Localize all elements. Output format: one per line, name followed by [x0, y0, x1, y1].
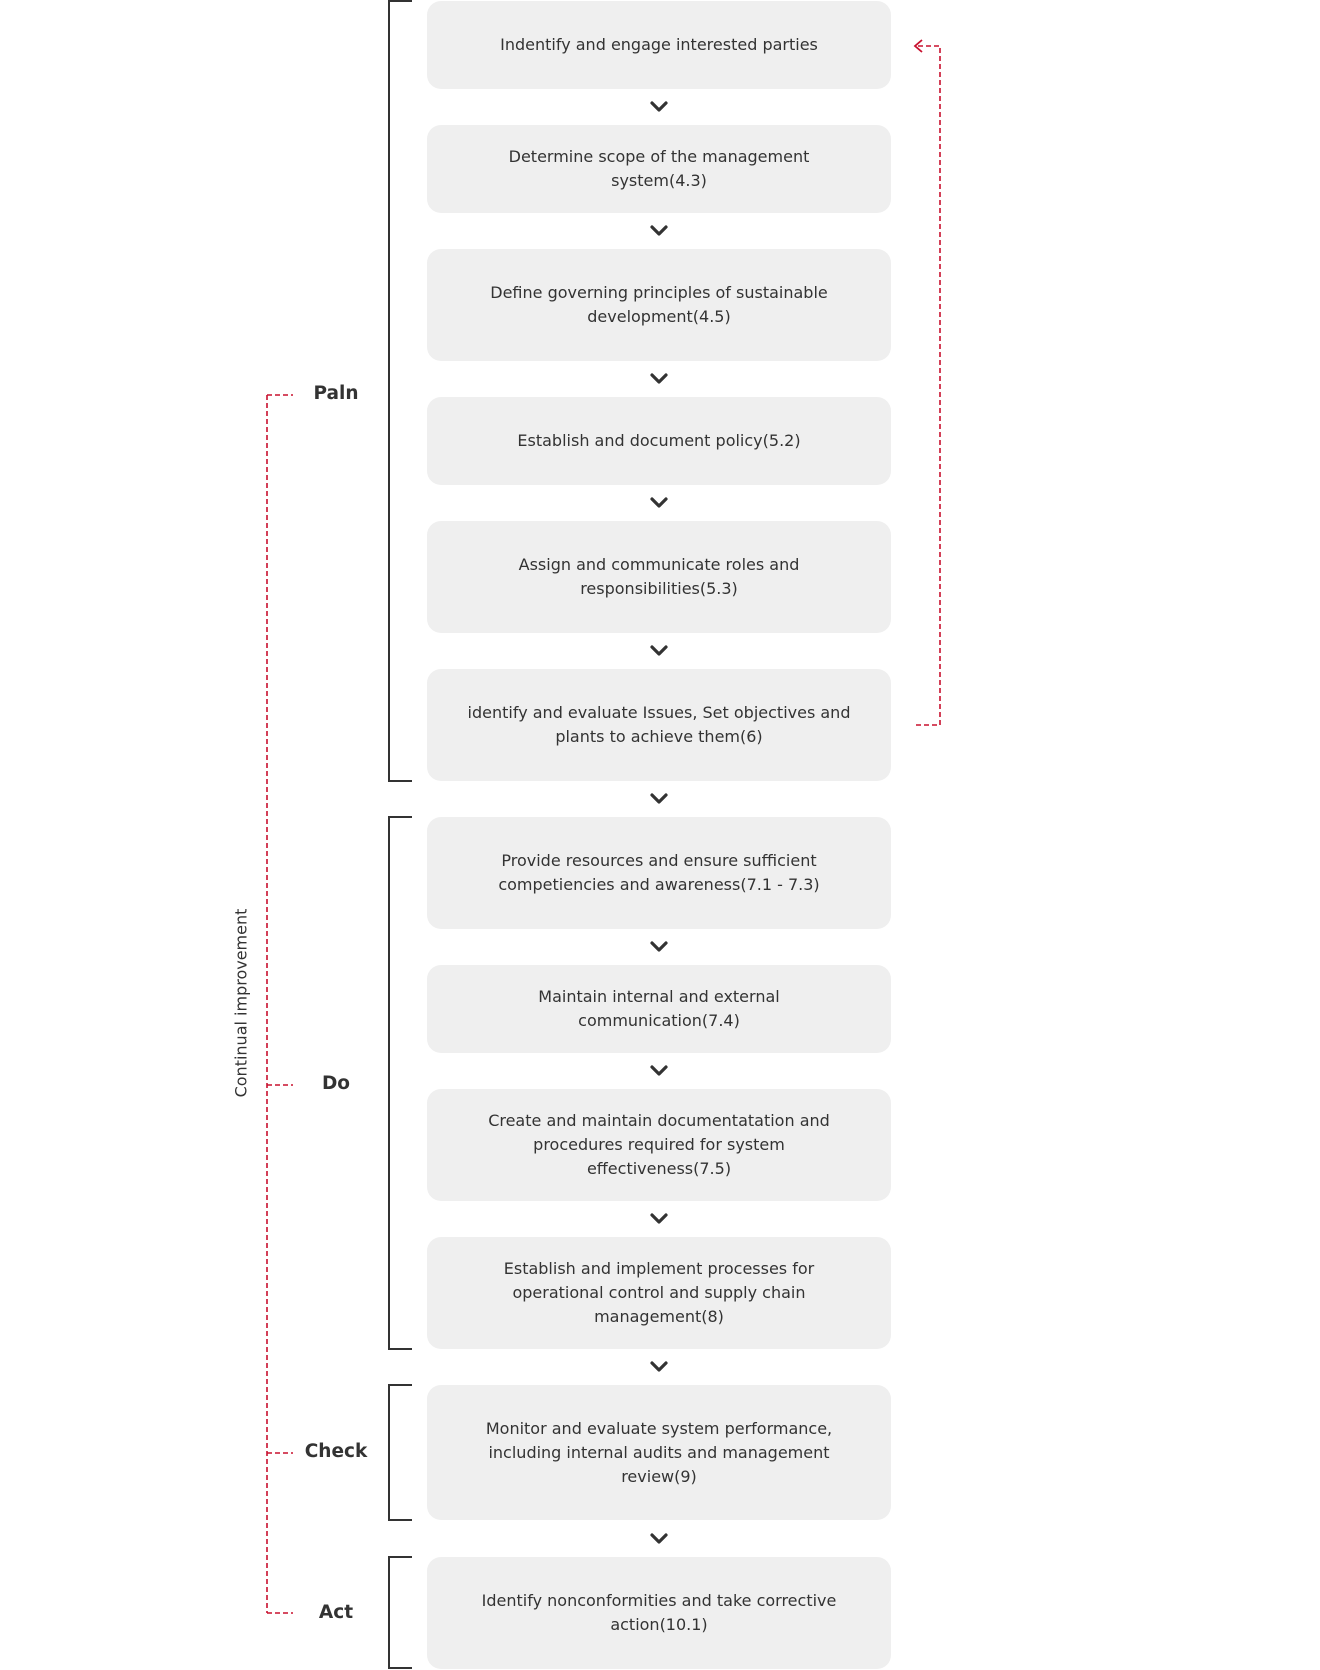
- step-box-3: Define governing principles of sustainab…: [427, 249, 891, 361]
- chevron-down-icon: [650, 101, 668, 112]
- feedback-arrowhead-icon: [913, 39, 923, 53]
- step-text-12: Identify nonconformities and take correc…: [481, 1591, 837, 1634]
- step-box-8: Maintain internal and external communica…: [427, 965, 891, 1053]
- step-text-4: Establish and document policy(5.2): [517, 431, 801, 450]
- step-box-7: Provide resources and ensure sufficient …: [427, 817, 891, 929]
- chevron-down-icon: [650, 793, 668, 804]
- phase-label-plan: Paln: [313, 383, 359, 404]
- step-box-4: Establish and document policy(5.2): [427, 397, 891, 485]
- step-box-1: Indentify and engage interested parties: [427, 1, 891, 89]
- step-text-5: Assign and communicate roles and respons…: [518, 555, 800, 598]
- chevron-down-icon: [650, 941, 668, 952]
- step-box-12: Identify nonconformities and take correc…: [427, 1557, 891, 1669]
- step-box-10: Establish and implement processes for op…: [427, 1237, 891, 1349]
- chevron-down-icon: [650, 1213, 668, 1224]
- chevron-down-icon: [650, 225, 668, 236]
- chevron-down-icon: [650, 1361, 668, 1372]
- chevron-down-icon: [650, 1533, 668, 1544]
- phase-label-check: Check: [304, 1441, 368, 1462]
- phase-label-act: Act: [318, 1602, 354, 1623]
- chevron-down-icon: [650, 1065, 668, 1076]
- step-box-11: Monitor and evaluate system performance,…: [427, 1385, 891, 1520]
- step-text-6: identify and evaluate Issues, Set object…: [467, 703, 851, 746]
- chevron-down-icon: [650, 373, 668, 384]
- step-text-7: Provide resources and ensure sufficient …: [498, 851, 820, 894]
- plan-bracket: [388, 0, 412, 782]
- chevron-down-icon: [650, 645, 668, 656]
- step-text-1: Indentify and engage interested parties: [500, 35, 818, 54]
- step-text-3: Define governing principles of sustainab…: [490, 283, 828, 326]
- feedback-loop-line: [916, 45, 941, 726]
- step-text-11: Monitor and evaluate system performance,…: [485, 1418, 833, 1486]
- step-box-5: Assign and communicate roles and respons…: [427, 521, 891, 633]
- phase-label-do: Do: [321, 1073, 351, 1094]
- step-box-9: Create and maintain documentatation and …: [427, 1089, 891, 1201]
- step-text-10: Establish and implement processes for op…: [503, 1259, 815, 1326]
- step-box-2: Determine scope of the management system…: [427, 125, 891, 213]
- act-bracket: [388, 1556, 412, 1669]
- step-box-6: identify and evaluate Issues, Set object…: [427, 669, 891, 781]
- step-text-9: Create and maintain documentatation and …: [488, 1111, 830, 1178]
- step-text-8: Maintain internal and external communica…: [538, 987, 780, 1030]
- chevron-down-icon: [650, 497, 668, 508]
- do-bracket: [388, 816, 412, 1350]
- check-bracket: [388, 1384, 412, 1521]
- continual-improvement-label: Continual improvement: [231, 908, 251, 1098]
- step-text-2: Determine scope of the management system…: [508, 147, 810, 190]
